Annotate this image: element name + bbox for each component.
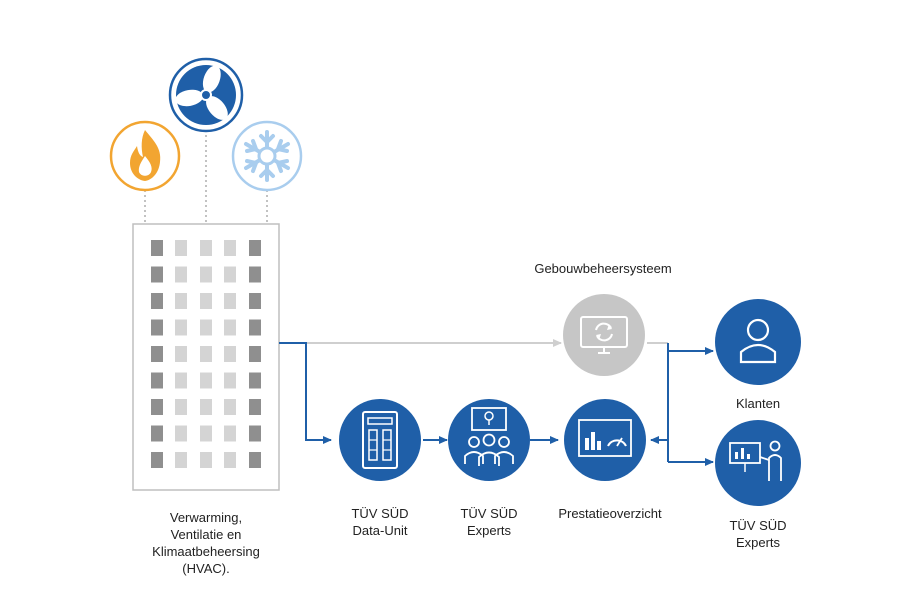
data-unit-icon: [339, 399, 421, 481]
building-window: [224, 452, 236, 468]
building-window: [224, 425, 236, 442]
building-window: [249, 319, 261, 336]
label-data-unit: TÜV SÜD Data-Unit: [351, 506, 409, 538]
label-hvac: Verwarming, Ventilatie en Klimaatbeheers…: [152, 510, 260, 576]
building-window: [175, 425, 187, 442]
presenter-icon: [715, 420, 801, 506]
building-window: [151, 372, 163, 389]
building-window: [175, 346, 187, 362]
building-window: [249, 293, 261, 309]
experts-group-icon: [448, 399, 530, 481]
fan-icon: [168, 57, 244, 133]
building-window: [249, 240, 261, 256]
building-window: [175, 266, 187, 283]
building-window: [151, 425, 163, 442]
building-window: [175, 240, 187, 256]
building-window: [175, 319, 187, 336]
dashboard-icon: [564, 399, 646, 481]
monitor-sync-icon: [563, 294, 645, 376]
icon-connectors: [144, 130, 268, 223]
building-window: [200, 293, 212, 309]
building-window: [224, 399, 236, 415]
building-window: [249, 346, 261, 362]
building-window: [200, 266, 212, 283]
building-window: [200, 240, 212, 256]
building-window: [175, 452, 187, 468]
building-window: [175, 372, 187, 389]
building-window: [200, 452, 212, 468]
building-window: [151, 293, 163, 309]
label-clients: Klanten: [735, 396, 781, 411]
building-window: [249, 372, 261, 389]
building-window: [200, 425, 212, 442]
person-icon: [715, 299, 801, 385]
label-bms: Gebouwbeheersysteem: [534, 261, 672, 276]
building-window: [224, 240, 236, 256]
snowflake-icon: [231, 120, 303, 192]
label-experts: TÜV SÜD Experts: [460, 506, 518, 538]
building-window: [151, 319, 163, 336]
building-window: [200, 399, 212, 415]
building-window: [224, 293, 236, 309]
building-window: [151, 240, 163, 256]
building-window: [200, 346, 212, 362]
building-window: [224, 319, 236, 336]
building-window: [224, 372, 236, 389]
building-windows: [151, 240, 261, 468]
building-window: [151, 266, 163, 283]
building: [132, 223, 280, 491]
building-window: [200, 372, 212, 389]
label-experts-right: TÜV SÜD Experts: [729, 518, 787, 550]
flame-icon: [109, 120, 181, 192]
building-window: [175, 399, 187, 415]
building-window: [200, 319, 212, 336]
building-window: [249, 399, 261, 415]
building-window: [249, 266, 261, 283]
building-window: [249, 452, 261, 468]
flow-to-data-unit: [279, 342, 332, 444]
building-window: [224, 346, 236, 362]
building-window: [151, 452, 163, 468]
building-window: [224, 266, 236, 283]
building-window: [151, 399, 163, 415]
building-window: [151, 346, 163, 362]
label-overview: Prestatieoverzicht: [558, 506, 662, 521]
building-window: [249, 425, 261, 442]
building-window: [175, 293, 187, 309]
